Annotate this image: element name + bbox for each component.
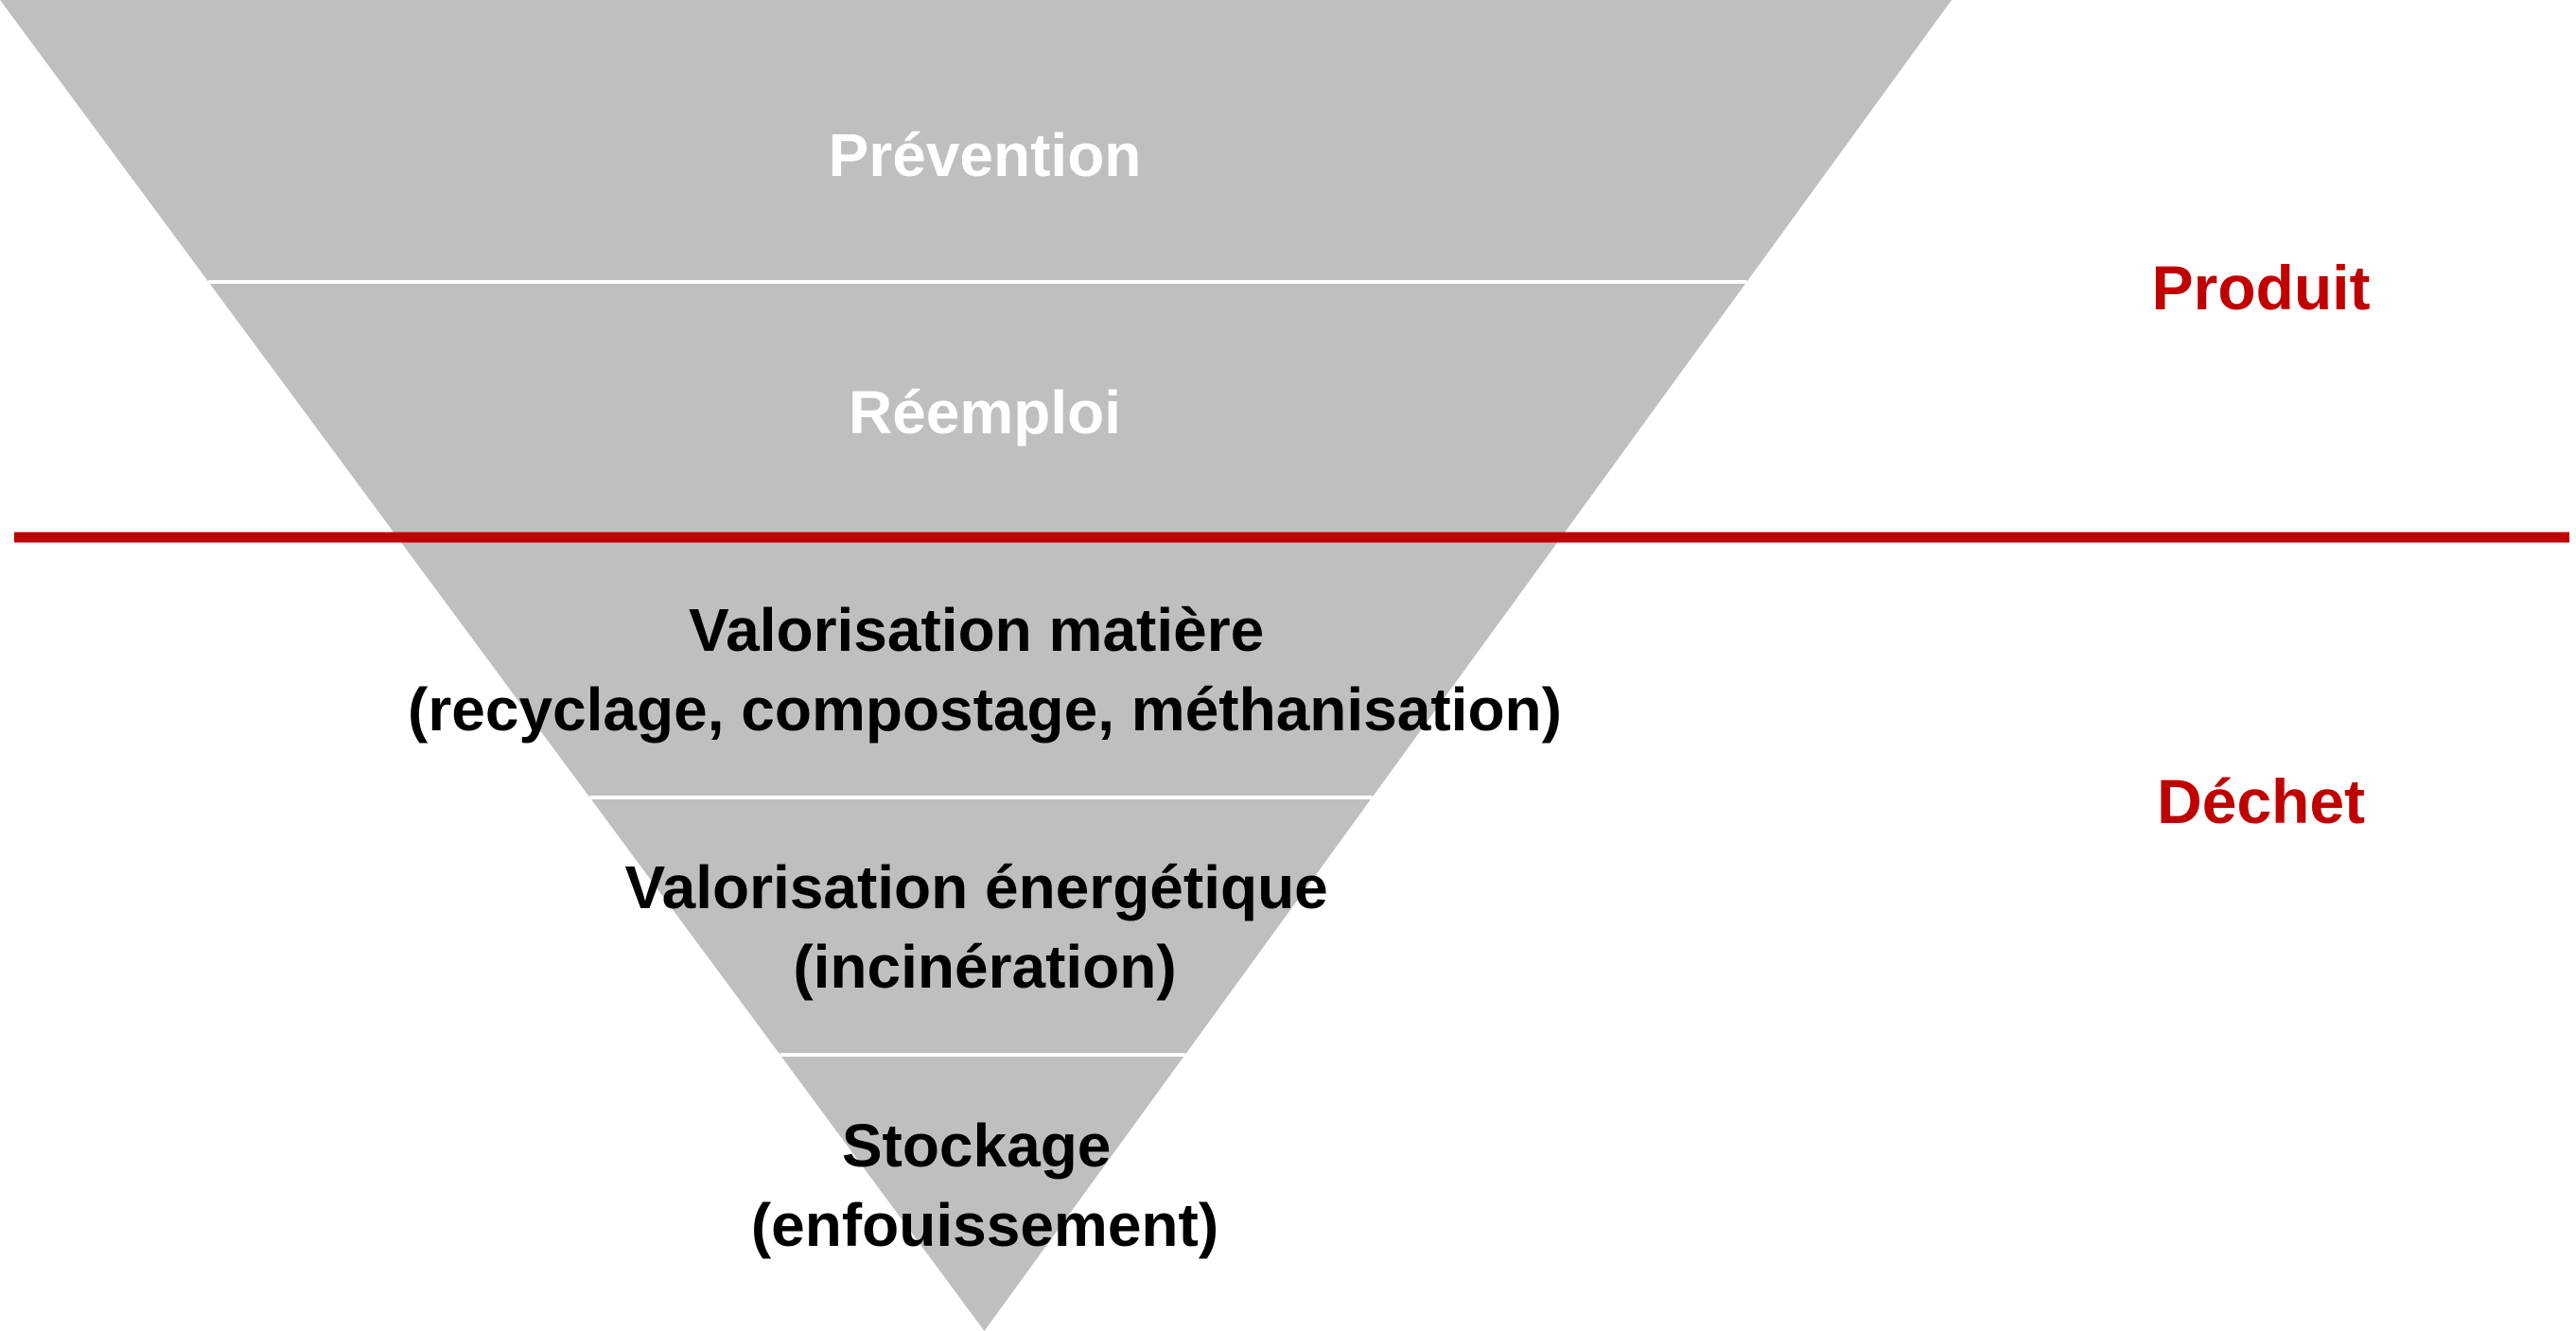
tier-reuse-label: Réemploi xyxy=(849,378,1121,447)
tier-prevention-label: Prévention xyxy=(829,121,1142,189)
tier-storage-line-2: (enfouissement) xyxy=(751,1191,1218,1259)
category-product-label: Produit xyxy=(2152,253,2371,323)
category-waste-label: Déchet xyxy=(2157,766,2365,836)
tier-material-recovery-line-1: Valorisation matière xyxy=(689,596,1264,664)
tier-separators xyxy=(208,280,1747,1057)
tier-prevention-line-1: Prévention xyxy=(829,121,1142,189)
tier-energy-recovery-line-2: (incinération) xyxy=(793,933,1176,1001)
tier-reuse-line-1: Réemploi xyxy=(849,378,1121,447)
tier-material-recovery-line-2: (recyclage, compostage, méthanisation) xyxy=(408,675,1562,744)
tier-energy-recovery-label: Valorisation énergétique (incinération) xyxy=(624,853,1344,1001)
inverted-pyramid xyxy=(0,0,1952,1331)
tier-storage-label: Stockage (enfouissement) xyxy=(751,1112,1218,1259)
tier-energy-recovery-line-1: Valorisation énergétique xyxy=(624,853,1327,921)
tier-material-recovery-label: Valorisation matière (recyclage, compost… xyxy=(408,596,1562,744)
tier-storage-line-1: Stockage xyxy=(842,1112,1112,1180)
